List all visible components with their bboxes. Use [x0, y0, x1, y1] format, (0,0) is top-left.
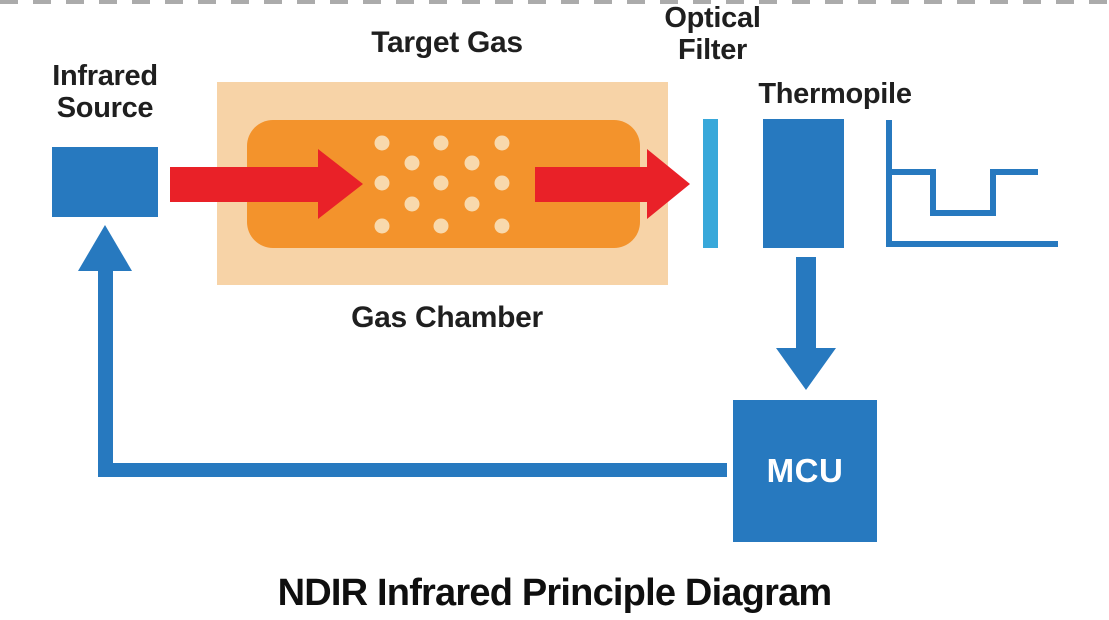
mcu-label: MCU: [766, 451, 844, 489]
diagram-title: NDIR Infrared Principle Diagram: [277, 572, 833, 614]
cropped-top-dashed-edge: [0, 0, 1109, 4]
target-gas-label: Target Gas: [371, 26, 523, 59]
gas-molecule-dot: [494, 175, 510, 191]
gas-molecule-dot: [494, 218, 510, 234]
gas-molecule-dot: [464, 155, 480, 171]
infrared-source-label: Infrared Source: [52, 60, 158, 125]
thermopile-label: Thermopile: [758, 78, 912, 110]
mcu-box: [733, 400, 877, 542]
gas-molecule-dot: [374, 135, 390, 151]
optical-filter-label: Optical Filter: [664, 2, 761, 67]
signal-waveform: [886, 120, 1058, 247]
signal-axes: [886, 120, 1058, 247]
gas-molecule-dots: [374, 135, 510, 234]
gas-molecule-dot: [374, 218, 390, 234]
thermopile-box: [763, 119, 844, 248]
mcu-feedback-line: [98, 268, 727, 477]
gas-molecule-dot: [404, 155, 420, 171]
gas-molecule-dot: [433, 218, 449, 234]
ir-beam-arrow-left-icon: [170, 149, 363, 219]
infrared-source-box: [52, 147, 158, 217]
gas-molecule-dot: [404, 196, 420, 212]
ir-beam-arrow-right-icon: [535, 149, 690, 219]
thermopile-to-mcu-arrow-icon: [776, 257, 836, 390]
gas-chamber-label: Gas Chamber: [351, 301, 543, 334]
mcu-feedback-arrowhead-icon: [78, 225, 132, 271]
signal-trace: [889, 169, 1038, 216]
gas-molecule-dot: [494, 135, 510, 151]
gas-molecule-dot: [374, 175, 390, 191]
gas-molecule-dot: [433, 175, 449, 191]
optical-filter-bar: [703, 119, 718, 248]
gas-molecule-dot: [464, 196, 480, 212]
gas-molecule-dot: [433, 135, 449, 151]
